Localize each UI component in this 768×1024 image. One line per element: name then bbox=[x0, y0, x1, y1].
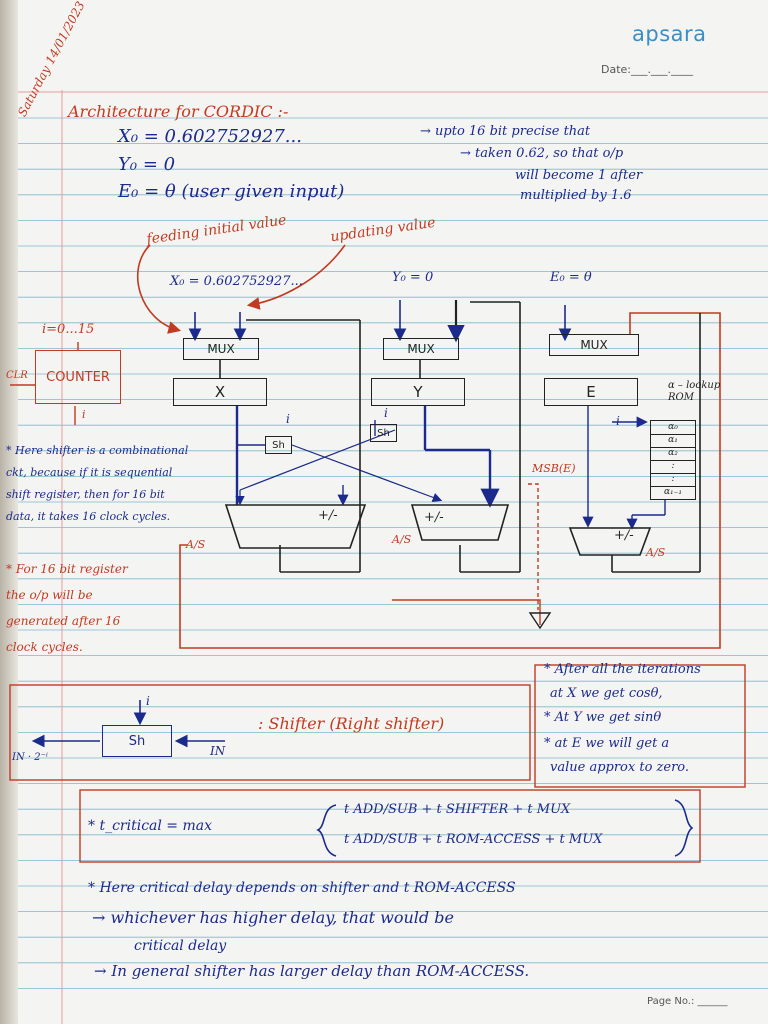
addsub-y-label: +/- bbox=[424, 510, 444, 525]
e-initial-label: E₀ = θ bbox=[550, 270, 592, 285]
critical-path-lhs: * t_critical = max bbox=[88, 818, 213, 834]
shifter-x: Sh bbox=[265, 436, 292, 454]
shift-input-y: i bbox=[384, 406, 388, 420]
adder-e bbox=[568, 527, 652, 556]
footer-note-3: critical delay bbox=[134, 938, 227, 954]
rom-cell: α₂ bbox=[651, 447, 695, 461]
register-x: X bbox=[173, 378, 267, 406]
rom-cell: : bbox=[651, 460, 695, 474]
shift-input-x: i bbox=[286, 412, 290, 426]
addsub-e-label: +/- bbox=[614, 528, 634, 543]
equation-y0: Y₀ = 0 bbox=[118, 154, 176, 175]
register-e: E bbox=[544, 378, 638, 406]
mux-y: MUX bbox=[383, 338, 459, 360]
shifter-in-label: IN bbox=[210, 744, 226, 758]
rom-cell: : bbox=[651, 473, 695, 487]
counter-output: i bbox=[82, 408, 86, 421]
msb-line bbox=[528, 483, 539, 610]
shifter-i-input: i bbox=[146, 694, 150, 708]
rom-title: α – lookup ROM bbox=[668, 380, 721, 403]
counter-range: i=0...15 bbox=[42, 322, 95, 337]
shifter-caption: : Shifter (Right shifter) bbox=[258, 714, 445, 733]
counter: COUNTER bbox=[35, 350, 121, 404]
page-title: Architecture for CORDIC :- bbox=[68, 102, 289, 121]
equation-x0: X₀ = 0.602752927... bbox=[118, 126, 302, 147]
register-y: Y bbox=[371, 378, 465, 406]
x-initial-label: X₀ = 0.602752927... bbox=[170, 274, 303, 289]
footer-note-1: * Here critical delay depends on shifter… bbox=[88, 880, 516, 896]
as-label-e: A/S bbox=[646, 546, 666, 559]
y-initial-label: Y₀ = 0 bbox=[392, 270, 434, 285]
adder-x bbox=[224, 504, 367, 549]
footer-note-4: → In general shifter has larger delay th… bbox=[94, 962, 530, 980]
rom-cell: α₀ bbox=[651, 421, 695, 435]
date-field: Date:___.___.____ bbox=[601, 63, 693, 76]
footer-note-2: → whichever has higher delay, that would… bbox=[92, 908, 454, 927]
mux-x: MUX bbox=[183, 338, 259, 360]
equation-e0: E₀ = θ (user given input) bbox=[118, 181, 345, 202]
rom-cell: α₁₋₁ bbox=[663, 487, 683, 497]
mux-e: MUX bbox=[549, 334, 639, 356]
brand-logo: apsara bbox=[632, 22, 707, 46]
rom-cell: α₁ bbox=[651, 434, 695, 448]
shifter-y: Sh bbox=[370, 424, 397, 442]
critical-path-row1: t ADD/SUB + t SHIFTER + t MUX bbox=[344, 802, 571, 817]
page-binding-edge bbox=[0, 0, 18, 1024]
page-number-field: Page No.: ______ bbox=[647, 996, 728, 1007]
msb-label: MSB(E) bbox=[532, 462, 576, 475]
feedback-loop-line bbox=[179, 312, 721, 649]
critical-path-row2: t ADD/SUB + t ROM-ACCESS + t MUX bbox=[344, 832, 603, 847]
rom-index-input: i bbox=[616, 414, 620, 428]
adder-y bbox=[410, 504, 510, 541]
as-label-x: A/S bbox=[186, 538, 206, 551]
addsub-x-label: +/- bbox=[318, 508, 338, 523]
shifter-block: Sh bbox=[102, 725, 172, 757]
as-label-y: A/S bbox=[392, 533, 412, 546]
counter-clr: CLR bbox=[6, 370, 28, 381]
shifter-out-label: IN · 2⁻ⁱ bbox=[12, 752, 48, 763]
